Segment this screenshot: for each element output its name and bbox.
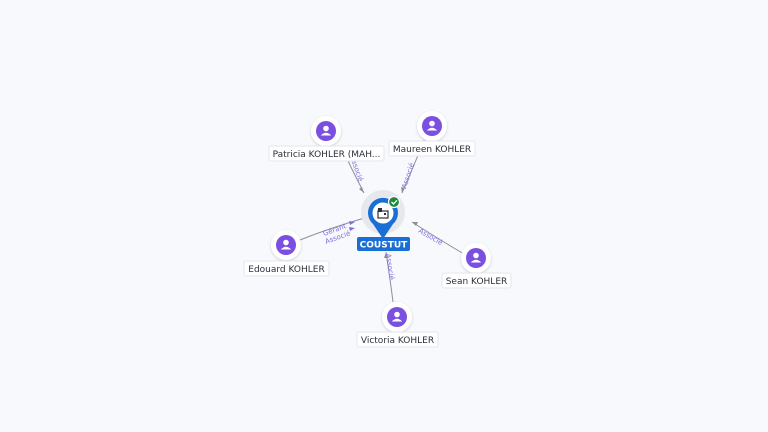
building-icon [377, 208, 389, 219]
person-icon [470, 252, 482, 263]
person-node-victoria[interactable]: Victoria KOHLER [356, 302, 439, 348]
person-name: Maureen KOHLER [393, 145, 471, 155]
person-name: Edouard KOHLER [248, 265, 324, 275]
edge-label-sean: Associé [417, 227, 444, 247]
person-node-sean[interactable]: Sean KOHLER [441, 243, 512, 289]
person-icon [426, 120, 438, 131]
person-name: Victoria KOHLER [361, 336, 434, 346]
person-node-maureen[interactable]: Maureen KOHLER [388, 111, 476, 157]
person-node-patricia[interactable]: Patricia KOHLER (MAH... [268, 116, 385, 162]
edge-sean: Associé [411, 221, 465, 255]
person-name: Patricia KOHLER (MAH... [273, 150, 381, 160]
edge-label-maureen: Associé [400, 162, 416, 190]
person-icon [320, 125, 332, 136]
person-icon [391, 311, 403, 322]
person-name: Sean KOHLER [446, 277, 508, 287]
person-node-edouard[interactable]: Edouard KOHLER [243, 230, 330, 277]
person-icon [280, 239, 292, 250]
company-name: COUSTUT [360, 241, 408, 251]
company-node[interactable]: COUSTUT [357, 190, 410, 251]
edge-victoria: Associé [384, 251, 396, 303]
edge-label-victoria: Associé [384, 253, 396, 280]
check-icon [387, 195, 401, 209]
